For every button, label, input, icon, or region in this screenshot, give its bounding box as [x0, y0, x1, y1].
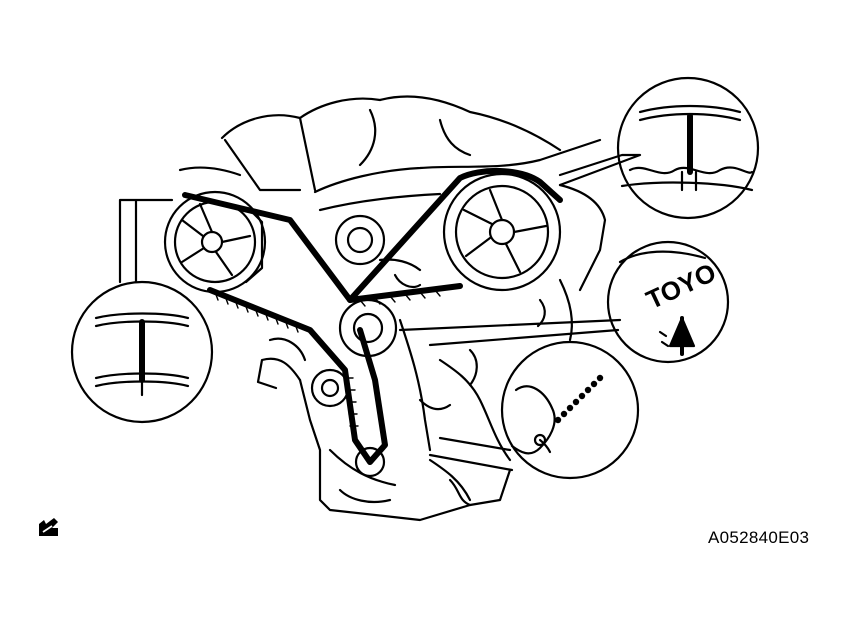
hand-pointer-icon: [39, 518, 58, 536]
callout-left-cam-mark: [70, 198, 214, 424]
crankshaft-pulley: [354, 446, 386, 478]
callout-toyo-label: TOYO: [641, 257, 720, 315]
figure-id-label: A052840E03: [708, 528, 810, 547]
callout-toyo-mark: [398, 240, 730, 364]
right-camshaft-pulley: [442, 172, 562, 292]
lower-idler-pulley: [310, 368, 350, 408]
callout-right-cam-mark: [558, 76, 760, 220]
upper-idler-pulley: [334, 214, 386, 266]
engine-outline: [178, 95, 607, 522]
left-camshaft-pulley: [163, 190, 267, 294]
tensioner-pulley: [338, 298, 398, 358]
timing-belt: [182, 168, 563, 465]
crank-timing-dots: [554, 374, 604, 424]
callout-crank-mark: [428, 340, 640, 480]
